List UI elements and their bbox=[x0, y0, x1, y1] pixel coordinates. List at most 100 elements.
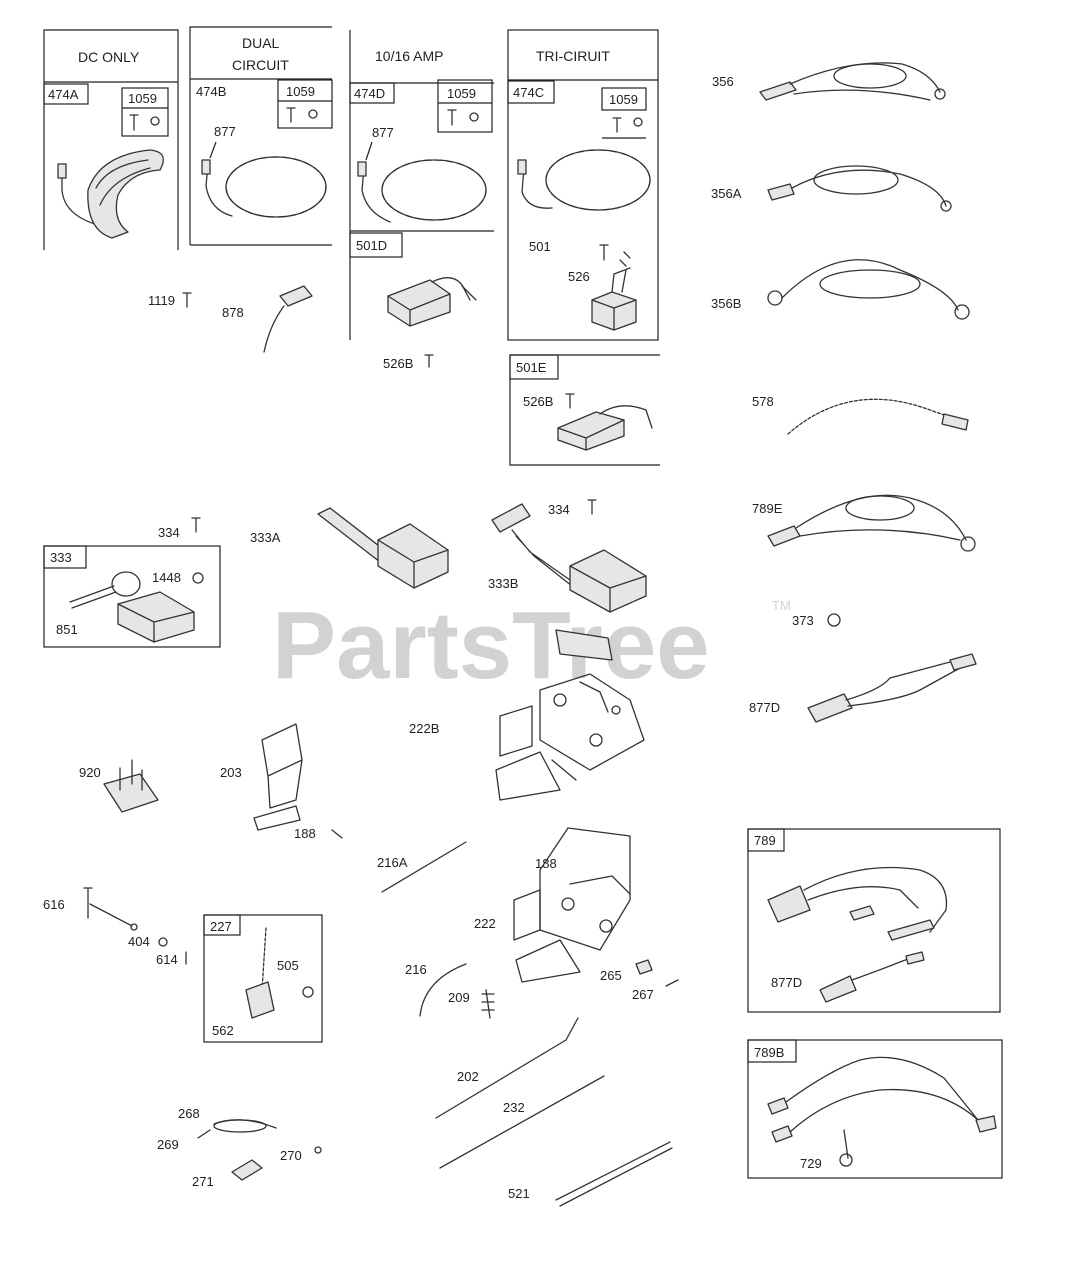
header-dual-1: DUAL bbox=[242, 35, 280, 51]
label-1059-d: 1059 bbox=[609, 92, 638, 107]
label-878: 878 bbox=[222, 305, 244, 320]
clip-265-part bbox=[635, 959, 653, 975]
label-877-a: 877 bbox=[214, 124, 236, 139]
label-222B: 222B bbox=[409, 721, 439, 736]
regulator-501D-part bbox=[387, 277, 477, 327]
label-1059-b: 1059 bbox=[286, 84, 315, 99]
label-270: 270 bbox=[280, 1148, 302, 1163]
label-526B-a: 526B bbox=[383, 356, 413, 371]
panel-10-16-amp: 10/16 AMP 474D 1059 877 501D 526B bbox=[349, 30, 494, 371]
panel-333: 333 1448 851 bbox=[43, 545, 221, 648]
lever-203-part bbox=[253, 723, 303, 831]
screw-icon bbox=[129, 114, 139, 131]
label-356B: 356B bbox=[711, 296, 741, 311]
label-333A: 333A bbox=[250, 530, 281, 545]
ignition-coil-333A-part bbox=[317, 507, 449, 589]
label-356: 356 bbox=[712, 74, 734, 89]
header-dual-2: CIRCUIT bbox=[232, 57, 289, 73]
rod-216-part bbox=[419, 963, 467, 1017]
label-789E: 789E bbox=[752, 501, 783, 516]
label-1448: 1448 bbox=[152, 570, 181, 585]
regulator-501E-part bbox=[557, 405, 653, 451]
washer-icon bbox=[158, 937, 168, 947]
wire-356A-part bbox=[767, 165, 952, 212]
harness-789-part bbox=[767, 866, 948, 1003]
label-1059-a: 1059 bbox=[128, 91, 157, 106]
stator-474C-part bbox=[517, 149, 651, 211]
label-232: 232 bbox=[503, 1100, 525, 1115]
label-267: 267 bbox=[632, 987, 654, 1002]
screw-icon bbox=[587, 499, 597, 515]
label-474C: 474C bbox=[513, 85, 544, 100]
label-501D: 501D bbox=[356, 238, 387, 253]
panel-dc-only: DC ONLY 474A 1059 bbox=[43, 29, 179, 250]
screw-icon bbox=[665, 979, 679, 987]
label-877D-a: 877D bbox=[749, 700, 780, 715]
label-578: 578 bbox=[752, 394, 774, 409]
screw-icon bbox=[331, 829, 343, 839]
stator-474D-part bbox=[357, 159, 487, 223]
label-333B: 333B bbox=[488, 576, 518, 591]
label-877D-b: 877D bbox=[771, 975, 802, 990]
label-334-b: 334 bbox=[548, 502, 570, 517]
label-265: 265 bbox=[600, 968, 622, 983]
panel-dual-circuit: DUAL CIRCUIT 474B 1059 877 bbox=[189, 26, 333, 246]
label-851: 851 bbox=[56, 622, 78, 637]
label-227: 227 bbox=[210, 919, 232, 934]
label-188-b: 188 bbox=[535, 856, 557, 871]
label-616: 616 bbox=[43, 897, 65, 912]
header-amp: 10/16 AMP bbox=[375, 48, 444, 64]
harness-877D-part bbox=[807, 653, 977, 723]
label-271: 271 bbox=[192, 1174, 214, 1189]
harness-789B-part bbox=[767, 1056, 997, 1167]
connector-878-part bbox=[263, 285, 313, 353]
label-356A: 356A bbox=[711, 186, 742, 201]
wire-356-part bbox=[759, 62, 946, 101]
label-209: 209 bbox=[448, 990, 470, 1005]
label-501: 501 bbox=[529, 239, 551, 254]
label-505: 505 bbox=[277, 958, 299, 973]
screw-icon bbox=[191, 517, 201, 533]
label-789B: 789B bbox=[754, 1045, 784, 1060]
label-1119: 1119 bbox=[148, 293, 175, 308]
wire-356B-part bbox=[767, 259, 970, 320]
label-334-a: 334 bbox=[158, 525, 180, 540]
shaft-616-part bbox=[83, 887, 138, 931]
watermark-text: PartsTree bbox=[272, 592, 710, 699]
label-269: 269 bbox=[157, 1137, 179, 1152]
panel-tri-circuit: TRI-CIRUIT 474C 1059 501 526 bbox=[507, 29, 659, 341]
stator-474A-part bbox=[57, 149, 164, 239]
label-526: 526 bbox=[568, 269, 590, 284]
label-729: 729 bbox=[800, 1156, 822, 1171]
panel-501E: 501E 526B bbox=[509, 354, 660, 466]
label-216A: 216A bbox=[377, 855, 408, 870]
label-789: 789 bbox=[754, 833, 776, 848]
screw-icon bbox=[424, 354, 434, 368]
label-404: 404 bbox=[128, 934, 150, 949]
label-474D: 474D bbox=[354, 86, 385, 101]
panel-227: 227 505 562 bbox=[203, 914, 323, 1043]
label-373: 373 bbox=[792, 613, 814, 628]
regulator-501-part bbox=[591, 267, 637, 331]
header-dc-only: DC ONLY bbox=[78, 49, 140, 65]
label-474B: 474B bbox=[196, 84, 226, 99]
label-203: 203 bbox=[220, 765, 242, 780]
label-562: 562 bbox=[212, 1023, 234, 1038]
rod-216A-part bbox=[381, 841, 467, 893]
ignition-coil-333B-part bbox=[491, 503, 647, 613]
label-526B-b: 526B bbox=[523, 394, 553, 409]
panel-789B: 789B 729 bbox=[747, 1039, 1003, 1179]
stator-474B-part bbox=[201, 156, 327, 218]
label-474A: 474A bbox=[48, 87, 79, 102]
tube-521-part bbox=[555, 1141, 673, 1207]
label-268: 268 bbox=[178, 1106, 200, 1121]
label-216: 216 bbox=[405, 962, 427, 977]
label-920: 920 bbox=[79, 765, 101, 780]
screw-icon bbox=[182, 292, 192, 308]
label-501E: 501E bbox=[516, 360, 547, 375]
label-188-a: 188 bbox=[294, 826, 316, 841]
choke-parts-268-271 bbox=[197, 1119, 322, 1181]
nut-icon bbox=[827, 613, 841, 627]
label-614: 614 bbox=[156, 952, 178, 967]
